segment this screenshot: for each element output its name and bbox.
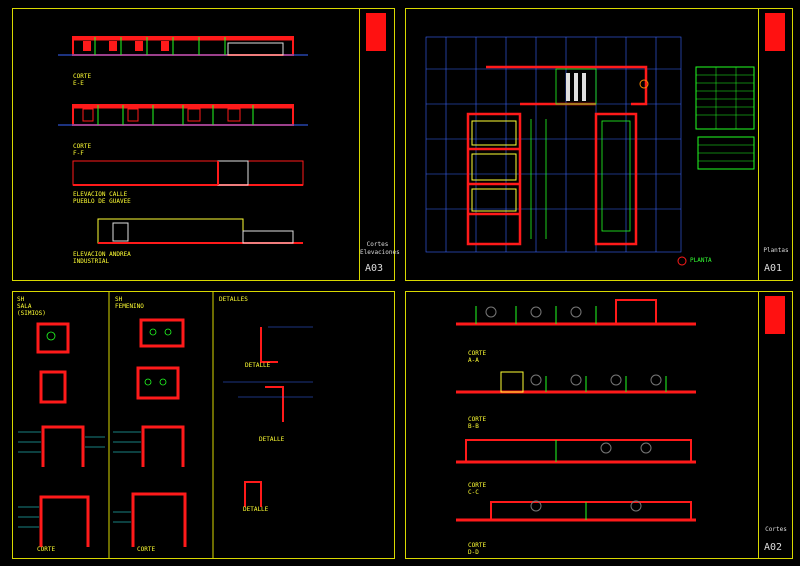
sheet-a02[interactable]: CORTE A-A CORTE B-B CORTE C-C CORTE D-D … <box>405 291 793 559</box>
section-f-drawing <box>58 104 308 126</box>
section-b-drawing <box>456 371 696 394</box>
a02-drawing <box>456 299 696 522</box>
section-c-drawing <box>456 439 696 464</box>
sh-plans <box>36 318 185 404</box>
title-block-a02: Cortes A02 <box>758 292 793 558</box>
trees <box>485 306 662 512</box>
sheet-title-line2: Elevaciones <box>360 249 400 256</box>
label-detalle-1: DETALLE <box>245 362 271 369</box>
plan-green-lines <box>530 68 631 239</box>
header-sh-sala: SH SALA (SIMIOS) <box>17 296 46 317</box>
label-corte-2: CORTE <box>137 546 156 553</box>
sheet-number: A02 <box>764 542 783 553</box>
sheet-title-line1: Plantas <box>763 247 789 254</box>
label-planta: PLANTA <box>690 257 712 264</box>
sh-drawing <box>18 292 313 558</box>
label-corte-d: CORTE D-D <box>468 542 487 556</box>
logo-block <box>765 13 785 51</box>
plan-walls <box>466 65 648 246</box>
north-marker <box>677 256 687 266</box>
sheet-a01[interactable]: PLANTA Plantas A01 <box>405 8 793 281</box>
label-detalle-3: DETALLE <box>243 506 269 513</box>
label-elevacion-andrea: ELEVACION ANDREA INDUSTRIAL <box>73 251 131 265</box>
label-corte-1: CORTE <box>37 546 56 553</box>
plan-yellow-lines <box>471 120 517 212</box>
elevation-andrea-drawing <box>97 218 303 244</box>
sheet-sh-details[interactable]: SH SALA (SIMIOS) SH FEMENINO DETALLES DE… <box>12 291 395 559</box>
sheet-title-line1: Cortes <box>366 241 389 248</box>
header-detalles: DETALLES <box>219 296 248 303</box>
label-elevacion-calle: ELEVACION CALLE PUEBLO DE GUAVEE <box>73 191 131 205</box>
logo-block <box>765 296 785 334</box>
label-corte-a: CORTE A-A <box>468 350 487 364</box>
plan-furniture <box>566 73 649 101</box>
label-detalle-2: DETALLE <box>259 436 285 443</box>
sheet-a03[interactable]: CORTE E-E CORTE F-F ELEVACION CALLE PUEB… <box>12 8 400 281</box>
label-corte-c: CORTE C-C <box>468 482 487 496</box>
label-corte-b: CORTE B-B <box>468 416 487 430</box>
sh-sections <box>39 425 187 547</box>
sheet-number: A03 <box>365 263 384 274</box>
detail-drawings <box>244 327 284 507</box>
sheet-number: A01 <box>764 263 783 274</box>
title-block-a01: Plantas A01 <box>758 9 793 280</box>
section-e-drawing <box>58 36 308 56</box>
section-a-drawing <box>456 299 696 326</box>
logo-block <box>366 13 386 51</box>
section-d-drawing <box>456 501 696 522</box>
a01-plan-drawing <box>425 36 755 266</box>
grid-lines <box>425 36 682 253</box>
a03-drawing <box>58 36 308 244</box>
sheet-title-line1: Cortes <box>765 526 787 533</box>
legend-table <box>695 66 755 170</box>
elevation-calle-drawing <box>72 160 304 186</box>
label-corte-e: CORTE E-E <box>73 73 92 87</box>
header-sh-femenino: SH FEMENINO <box>115 296 144 310</box>
label-corte-f: CORTE F-F <box>73 143 92 157</box>
title-block-a03: Cortes Elevaciones A03 <box>359 9 400 280</box>
